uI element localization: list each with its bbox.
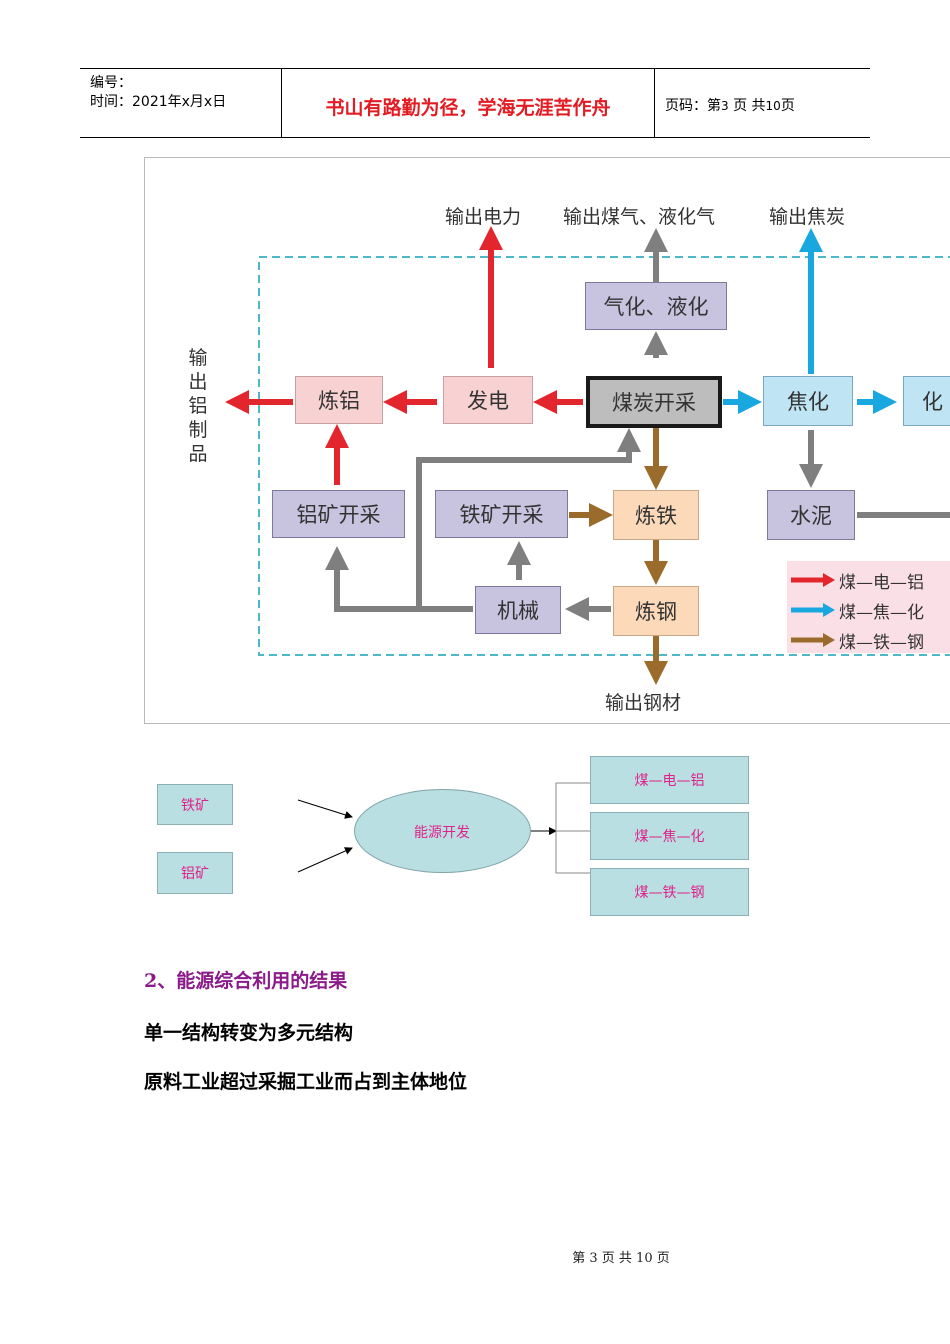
header-motto-cell: 书山有路勤为径，学海无涯苦作舟: [282, 69, 655, 137]
node-cement: 水泥: [767, 490, 855, 540]
small-node-iron: 铁矿: [157, 784, 233, 825]
page-header: 编号： 时间：2021年x月x日 书山有路勤为径，学海无涯苦作舟 页码：第3 页…: [80, 68, 870, 138]
node-chem: 化: [903, 376, 950, 426]
flow-legend: 煤—电—铝 煤—焦—化 煤—铁—钢: [787, 561, 950, 653]
node-al-mine: 铝矿开采: [272, 490, 405, 538]
node-fe-mine: 铁矿开采: [435, 490, 568, 538]
industry-flow-diagram: 输出电力 输出煤气、液化气 输出焦炭 输出铝制品 输出钢材 气化、液化 煤炭开采…: [144, 157, 950, 724]
header-meta-cell: 编号： 时间：2021年x月x日: [80, 69, 282, 137]
label-out-aluminum: 输出铝制品: [188, 347, 208, 465]
small-node-energy-label: 能源开发: [414, 825, 470, 841]
node-coal-mining: 煤炭开采: [586, 376, 722, 428]
node-coking: 焦化: [763, 376, 853, 426]
label-out-coke: 输出焦炭: [769, 206, 846, 228]
small-node-aluminum: 铝矿: [157, 852, 233, 894]
node-smelt-al: 炼铝: [295, 376, 383, 424]
node-steel: 炼钢: [613, 586, 699, 636]
legend-item-red: 煤—电—铝: [791, 567, 924, 593]
small-output-3: 煤—铁—钢: [590, 868, 749, 916]
node-gasify: 气化、液化: [585, 282, 727, 330]
page-footer: 第 3 页 共 10 页: [572, 1251, 670, 1266]
code-label: 编号：: [90, 75, 132, 91]
header-page-cell: 页码：第3 页 共10页: [655, 69, 870, 137]
page-number: 页码：第3 页 共10页: [665, 98, 795, 114]
motto: 书山有路勤为径，学海无涯苦作舟: [325, 97, 611, 119]
legend-item-blue: 煤—焦—化: [791, 597, 924, 623]
small-node-energy: [354, 789, 531, 873]
label-out-steel: 输出钢材: [605, 692, 682, 714]
node-power: 发电: [443, 376, 533, 424]
label-out-power: 输出电力: [445, 206, 522, 228]
section-title: 2、能源综合利用的结果: [144, 970, 348, 992]
node-smelt-fe: 炼铁: [613, 490, 699, 540]
arrow-mach-coal: [416, 428, 641, 609]
label-out-gas: 输出煤气、液化气: [563, 206, 716, 228]
body-line-2: 原料工业超过采掘工业而占到主体地位: [144, 1071, 468, 1093]
small-output-2: 煤—焦—化: [590, 812, 749, 860]
flow-arrows: [225, 226, 950, 685]
body-line-1: 单一结构转变为多元结构: [144, 1022, 354, 1044]
arrow-mach-almine: [325, 546, 473, 612]
node-machinery: 机械: [475, 586, 561, 634]
small-output-1: 煤—电—铝: [590, 756, 749, 804]
legend-item-brown: 煤—铁—钢: [791, 627, 924, 653]
date-label: 时间：2021年x月x日: [90, 94, 227, 110]
